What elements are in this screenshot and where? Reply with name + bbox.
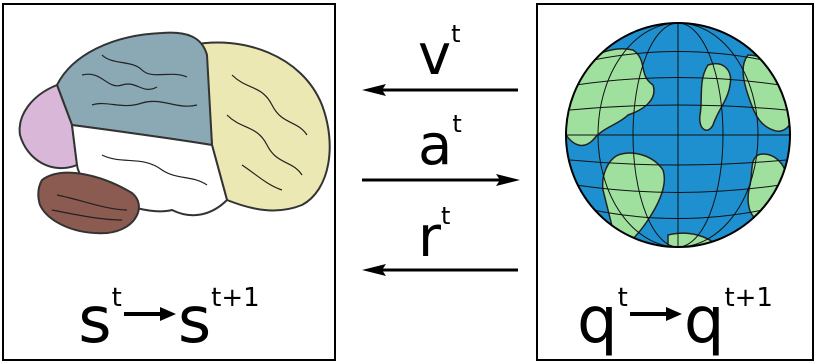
left-arrow-icon xyxy=(362,264,518,276)
environment-state-transition: qt qt+1 xyxy=(538,283,812,358)
transition-arrow-icon xyxy=(629,307,682,322)
agent-panel: st st+1 xyxy=(2,3,336,361)
env-state-to: qt+1 xyxy=(683,283,773,358)
signal-r: rt xyxy=(418,202,451,270)
signal-a: at xyxy=(418,110,462,178)
left-arrow-icon xyxy=(362,84,518,96)
agent-state-from: st xyxy=(78,283,122,358)
env-state-from: qt xyxy=(577,283,628,358)
right-arrow-icon xyxy=(362,174,520,186)
agent-state-to: st+1 xyxy=(177,283,260,358)
environment-panel: qt qt+1 xyxy=(536,3,814,361)
globe-image xyxy=(565,22,791,248)
brain-image xyxy=(18,31,331,235)
transition-arrow-icon xyxy=(123,307,176,322)
signal-v: vt xyxy=(418,20,461,88)
agent-state-transition: st st+1 xyxy=(4,283,334,358)
